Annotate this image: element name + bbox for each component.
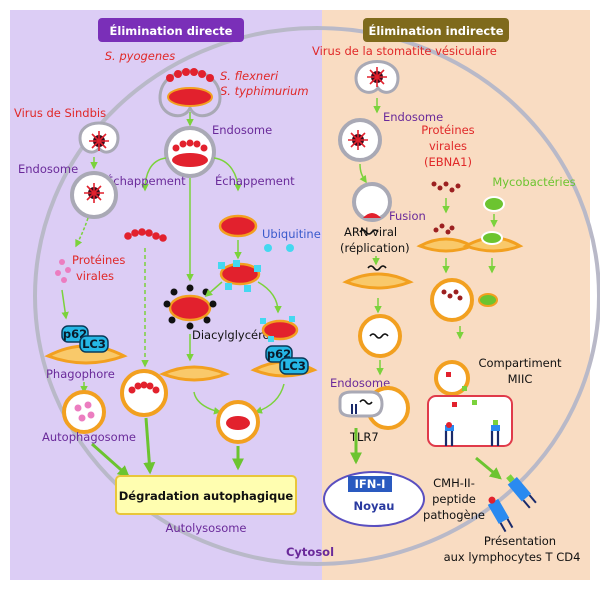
- miic-compartment: [427, 360, 513, 447]
- phagophore: p62 LC3: [44, 325, 128, 365]
- label-cmh-3: pathogène: [423, 508, 485, 522]
- label-virus-stomatite: Virus de la stomatite vésiculaire: [312, 44, 497, 58]
- label-endosome-right-top: Endosome: [383, 110, 443, 124]
- degradation-box: [115, 475, 297, 515]
- label-endosome-left: Endosome: [18, 162, 78, 176]
- viral-proteins-dots: [55, 259, 71, 283]
- diacylglycerol-bacterium: [163, 284, 217, 330]
- cell-membrane: [33, 26, 600, 566]
- label-ubiquitine: Ubiquitine: [262, 227, 321, 241]
- label-diacylglycerol: Diacylglycérol: [192, 328, 273, 342]
- label-degradation: Dégradation autophagique: [119, 489, 294, 503]
- label-ebna-3: (EBNA1): [424, 155, 472, 169]
- lc3-label-b: LC3: [282, 359, 306, 373]
- ebna-protein-squiggle: [431, 181, 461, 193]
- label-ebna-1: Protéines: [421, 123, 474, 137]
- label-autolysosome: Autolysosome: [165, 521, 246, 535]
- label-presentation-1: Présentation: [484, 534, 556, 548]
- autophagosome: [62, 390, 106, 434]
- ifn-badge: [348, 476, 392, 492]
- label-compartiment-1: Compartiment: [478, 356, 562, 370]
- sindbis-endosome: [70, 171, 118, 219]
- label-proteines-virales-1: Protéines: [72, 253, 125, 267]
- fusion-vesicle: [352, 182, 392, 222]
- label-mycobacteries: Mycobactéries: [492, 175, 575, 189]
- label-presentation-2: aux lymphocytes T CD4: [444, 550, 581, 564]
- mycobacterium: [483, 196, 505, 212]
- label-phagophore: Phagophore: [46, 367, 115, 381]
- vsv-endosome: [338, 118, 382, 162]
- center-endosome: [164, 126, 216, 178]
- tlr7-endosome: [338, 386, 410, 430]
- escaped-bacterium: [218, 214, 258, 238]
- label-echappement-2: Échappement: [215, 173, 295, 188]
- label-endosome-right-bottom: Endosome: [330, 376, 390, 390]
- label-virus-sindbis: Virus de Sindbis: [14, 106, 106, 120]
- myco-phagophore: [462, 231, 524, 253]
- label-s-pyogenes: S. pyogenes: [105, 49, 175, 63]
- phagophore-center: [159, 365, 230, 382]
- vsv-entry: [354, 60, 400, 94]
- label-proteines-virales-2: virales: [76, 269, 114, 283]
- label-cmh-1: CMH-II-: [433, 476, 475, 490]
- ubiquitinated-bacterium: [218, 260, 261, 292]
- label-s-flexneri: S. flexneri: [220, 69, 279, 83]
- label-ebna-2: virales: [429, 139, 467, 153]
- header-left: Élimination directe: [110, 23, 233, 38]
- label-echappement-1: Échappement: [106, 173, 186, 188]
- merged-autophagosome: [430, 278, 498, 322]
- label-noyau: Noyau: [354, 499, 395, 513]
- label-compartiment-2: MIIC: [508, 372, 533, 386]
- chain-autophagosome: [120, 369, 168, 417]
- entering-bacteria: [158, 68, 222, 118]
- label-arn-1: ARN viral: [344, 225, 397, 239]
- lc3-label-a: LC3: [82, 337, 106, 351]
- mhc-ii-complexes: [487, 474, 537, 533]
- label-ifn: IFN-I: [355, 477, 386, 491]
- label-autophagosome: Autophagosome: [42, 430, 136, 444]
- sindbis-entry: [78, 121, 120, 154]
- ubiquitin-dots: [264, 244, 294, 252]
- ebna-phagophore: [416, 223, 476, 253]
- phagophore-right: p62 LC3: [250, 345, 318, 378]
- free-bacterial-chain: [124, 228, 167, 242]
- rna-phagophore: [342, 265, 414, 290]
- bottom-autophagosome: [216, 400, 260, 444]
- label-fusion: Fusion: [389, 209, 426, 223]
- rna-autophagosome: [358, 314, 402, 358]
- label-cytosol: Cytosol: [286, 545, 334, 559]
- label-tlr7: TLR7: [349, 430, 379, 444]
- label-endosome-center: Endosome: [212, 123, 272, 137]
- ubiquitinated-bacterium-2: [260, 316, 299, 342]
- header-right-badge: [363, 18, 509, 42]
- label-cmh-2: peptide: [432, 492, 476, 506]
- label-arn-2: (réplication): [340, 241, 410, 255]
- label-s-typhimurium: S. typhimurium: [220, 84, 309, 98]
- header-right: Élimination indirecte: [368, 23, 503, 38]
- header-left-badge: [98, 18, 244, 42]
